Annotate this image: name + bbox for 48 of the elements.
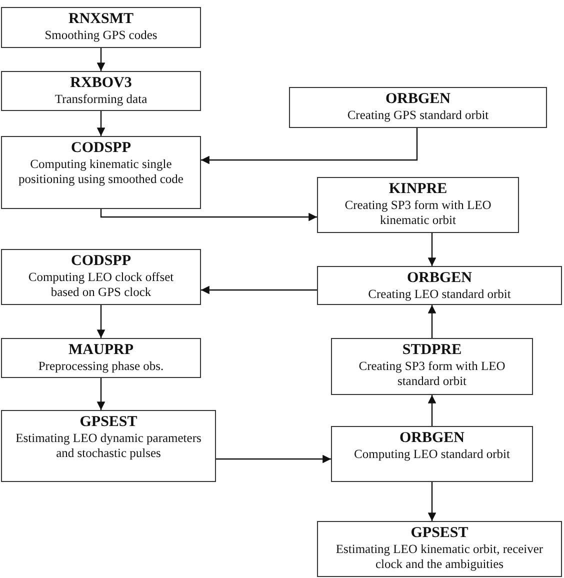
process-box: [1, 71, 201, 111]
process-description: Preprocessing phase obs.: [37, 359, 165, 374]
arrow: [96, 111, 106, 136]
process-box: [1, 249, 201, 305]
process-box: [331, 426, 533, 482]
process-description: Estimating LEO dynamic parameters and stochastic pulses: [14, 431, 202, 461]
process-name: RNXSMT: [68, 10, 134, 28]
process-box: [1, 7, 201, 48]
process-name: RXBOV3: [70, 74, 132, 92]
process-name: GPSEST: [410, 524, 468, 542]
process-name: CODSPP: [71, 139, 131, 157]
process-name: STDPRE: [402, 341, 462, 359]
arrow: [96, 378, 106, 410]
process-box: [1, 338, 201, 378]
arrow: [96, 48, 106, 71]
process-description: Computing LEO standard orbit: [353, 447, 511, 462]
process-box: [317, 177, 519, 233]
arrow: [96, 305, 106, 338]
process-box: [1, 410, 216, 482]
arrow: [216, 454, 331, 464]
arrow: [428, 482, 436, 521]
process-description: Creating GPS standard orbit: [346, 108, 490, 123]
process-description: Smoothing GPS codes: [44, 28, 158, 43]
process-name: ORBGEN: [399, 429, 464, 447]
arrow: [100, 209, 317, 222]
process-description: Estimating LEO kinematic orbit, receiver clock and the ambiguities: [334, 542, 544, 572]
arrow: [428, 305, 436, 338]
process-name: ORBGEN: [385, 90, 450, 108]
process-name: GPSEST: [80, 413, 138, 431]
process-description: Computing LEO clock offset based on GPS clock: [27, 270, 175, 300]
process-box: [289, 87, 547, 128]
process-box: [331, 338, 533, 395]
process-description: Transforming data: [54, 92, 148, 107]
process-description: Creating SP3 form with LEO standard orbit: [358, 359, 506, 389]
process-description: Creating SP3 form with LEO kinematic orbit: [344, 198, 492, 228]
arrow: [428, 233, 436, 266]
arrow: [201, 286, 317, 294]
process-description: Computing kinematic single positioning using smoothed code: [18, 157, 184, 187]
process-box: [317, 521, 562, 577]
process-name: KINPRE: [388, 180, 448, 198]
process-name: MAUPRP: [68, 341, 134, 359]
arrow: [428, 395, 436, 426]
arrow: [201, 128, 418, 164]
process-box: [317, 266, 562, 305]
process-box: [1, 136, 201, 209]
process-name: ORBGEN: [406, 269, 472, 287]
process-description: Creating LEO standard orbit: [367, 287, 512, 302]
process-name: CODSPP: [71, 252, 131, 270]
